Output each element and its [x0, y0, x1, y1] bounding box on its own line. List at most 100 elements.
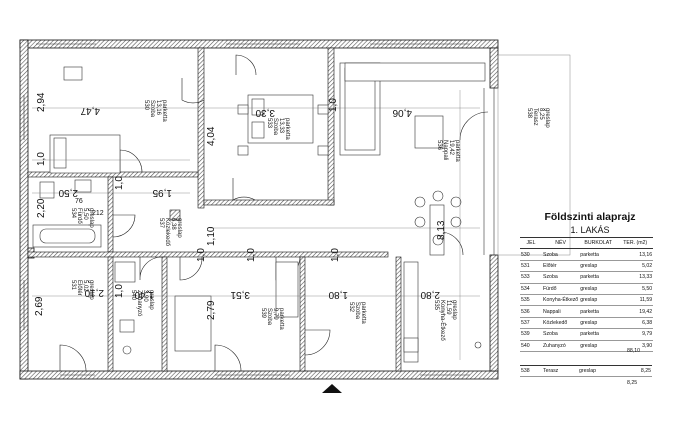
- cell: Előtér: [542, 260, 580, 273]
- dim-label: 4,06: [392, 107, 412, 118]
- room-area: 8,25: [538, 108, 544, 120]
- col-header: TER. (m2): [617, 236, 654, 250]
- room-area: 19,42: [448, 140, 454, 156]
- dim-label: 3,51: [230, 289, 250, 300]
- room-floor: parketta: [161, 100, 167, 122]
- furniture: [32, 62, 486, 363]
- room-label-535: 535 Konyha-Étkező 11,59 greslap: [433, 300, 457, 341]
- cell: 539: [520, 328, 542, 341]
- col-header: JEL: [520, 236, 542, 250]
- cell: greslap: [579, 260, 618, 273]
- room-name: Szoba: [266, 308, 272, 326]
- cell: 530: [520, 248, 542, 261]
- cell: 19,42: [617, 305, 654, 318]
- dim-label: 2,94: [36, 92, 47, 112]
- cell: parketta: [579, 328, 618, 341]
- cell: greslap: [579, 294, 618, 307]
- cell: 536: [520, 305, 542, 318]
- cell: greslap: [579, 317, 618, 330]
- dim-label: 1,0: [196, 248, 207, 262]
- room-labels: 530 Szoba 13,16 parketta 533 Szoba 13,33…: [70, 100, 550, 341]
- cell: 540: [520, 340, 542, 352]
- cell: Nappali: [542, 305, 580, 318]
- room-number: 539: [260, 308, 266, 319]
- dim-label: 1,95: [152, 187, 172, 198]
- dim-label: 2,50: [58, 187, 78, 198]
- room-number: 535: [433, 300, 439, 311]
- room-area: 3,90: [142, 290, 148, 302]
- cell: Terasz: [542, 364, 578, 378]
- entrance-marker: [322, 384, 342, 393]
- cell: 8,25: [616, 364, 652, 378]
- cell: 11,59: [617, 294, 654, 307]
- dim-label: 1,0: [114, 176, 125, 190]
- dim-label: 1,0: [328, 98, 339, 112]
- room-label-530: 530 Szoba 13,16 parketta: [143, 100, 167, 122]
- cell: 537: [520, 317, 542, 330]
- windows: [19, 39, 495, 376]
- dimension-lines: [32, 90, 480, 360]
- cell: 538: [520, 364, 542, 378]
- room-floor: greslap: [176, 218, 182, 238]
- dim-label: 1,10: [206, 226, 217, 246]
- room-floor: greslap: [88, 280, 94, 300]
- cell: 3,90: [617, 340, 654, 352]
- room-number: 540: [130, 290, 136, 301]
- room-area: 11,59: [445, 300, 451, 315]
- room-name: Nappali: [442, 140, 448, 160]
- cell: Szoba: [542, 248, 580, 261]
- dim-label: 2,69: [34, 296, 45, 316]
- legend-panel: Földszinti alaprajz 1. LAKÁS JEL NÉV BUR…: [520, 205, 675, 443]
- plan-title: Földszinti alaprajz: [544, 211, 636, 223]
- room-floor: parketta: [278, 308, 284, 330]
- dim-label: 76: [75, 198, 83, 205]
- room-name: Szoba: [354, 302, 360, 320]
- room-area: 13,33: [278, 118, 284, 134]
- cell: 6,38: [617, 317, 654, 330]
- cell: parketta: [579, 305, 618, 318]
- dim-label: 212: [92, 210, 104, 217]
- dim-label: 1,0: [330, 248, 341, 262]
- room-label-540: 540 Zuhanyzó 3,90 greslap: [130, 290, 154, 317]
- room-label-534: 534 Fürdő 5,50 greslap: [70, 208, 94, 228]
- dim-label: 4,47: [80, 105, 100, 116]
- room-number: 537: [158, 218, 164, 229]
- cell: 5,02: [617, 260, 654, 273]
- dim-label: 4,04: [206, 126, 217, 146]
- terrace-table: 538 Terasz greslap 8,25: [520, 364, 652, 378]
- cell: 535: [520, 294, 542, 307]
- dim-label: 2,10: [84, 287, 104, 298]
- room-floor: parketta: [454, 140, 460, 162]
- cell: greslap: [579, 340, 618, 352]
- room-floor: greslap: [451, 300, 457, 320]
- cell: Közlekedő: [542, 317, 580, 330]
- interior-walls: [27, 47, 402, 372]
- plan-subtitle: 1. LAKÁS: [570, 225, 610, 235]
- room-number: 532: [348, 302, 354, 313]
- dim-label: 2,20: [36, 198, 47, 218]
- dim-label: 2,79: [206, 300, 217, 320]
- room-floor: greslap: [88, 208, 94, 228]
- room-label-539: 539 Szoba 9,79 parketta: [260, 308, 284, 330]
- room-number: 538: [526, 108, 532, 119]
- room-number: 530: [143, 100, 149, 111]
- col-header: BURKOLAT: [579, 236, 618, 250]
- cell: 531: [520, 260, 542, 273]
- room-floor: parketta: [284, 118, 290, 140]
- room-floor: greslap: [544, 108, 550, 128]
- cell: Zuhanyzó: [542, 340, 580, 352]
- cell: Szoba: [542, 328, 580, 341]
- dim-label: 1,80: [328, 289, 348, 300]
- room-number: 533: [266, 118, 272, 129]
- col-header: NÉV: [542, 236, 580, 250]
- room-area: 6,38: [170, 218, 176, 230]
- room-name: Terasz: [532, 108, 538, 126]
- room-name: Szoba: [272, 118, 278, 136]
